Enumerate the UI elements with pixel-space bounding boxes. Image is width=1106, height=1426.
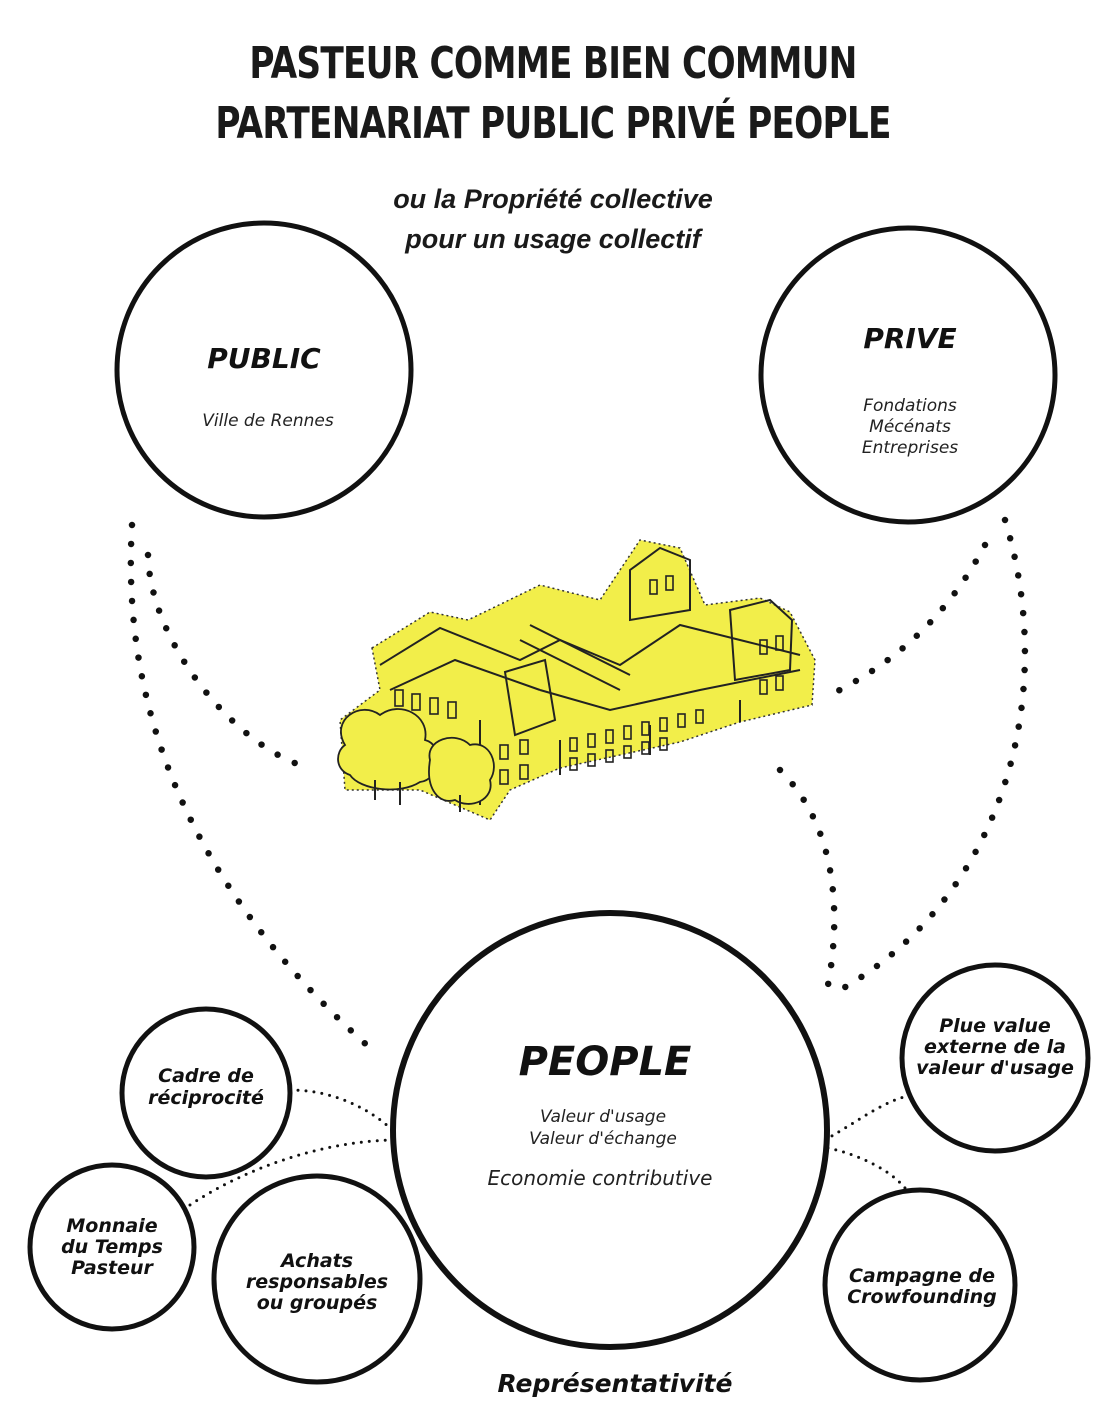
connector-monnaie: [188, 1138, 400, 1207]
cadre-node: Cadre de réciprocité: [119, 1006, 293, 1180]
plue-value-circle: [899, 962, 1091, 1154]
prive-item-mecenats: Mécénats: [869, 417, 951, 437]
people-extra: Economie contributive: [488, 1166, 713, 1190]
cadre-line-2: réciprocité: [148, 1087, 264, 1109]
prive-item-fondations: Fondations: [863, 396, 957, 416]
public-circle: [114, 220, 414, 520]
plue-value-node: Plue value externe de la valeur d'usage: [899, 962, 1091, 1154]
dotted-arc-prive-outer: [836, 516, 1029, 994]
people-item-echange: Valeur d'échange: [529, 1129, 677, 1149]
monnaie-node: Monnaie du Temps Pasteur: [27, 1162, 197, 1332]
prive-item-entreprises: Entreprises: [862, 438, 958, 458]
subtitle-line-2: pour un usage collectif: [405, 224, 701, 254]
achats-circle: [211, 1173, 423, 1385]
public-node: PUBLIC Ville de Rennes: [114, 220, 414, 520]
achats-line-1: Achats: [279, 1250, 353, 1272]
cadre-circle: [119, 1006, 293, 1180]
achats-line-2: responsables: [246, 1271, 388, 1293]
connector-campagne: [826, 1146, 907, 1190]
people-label: PEOPLE: [519, 1039, 692, 1085]
title-line-1: PASTEUR COMME BIEN COMMUN: [249, 38, 857, 89]
people-node: PEOPLE Valeur d'usage Valeur d'échange E…: [390, 910, 830, 1350]
plue-value-line-2: externe de la: [924, 1036, 1066, 1058]
campagne-node: Campagne de Crowfounding: [822, 1187, 1018, 1383]
subtitle-line-1: ou la Propriété collective: [393, 184, 713, 214]
plue-value-line-3: valeur d'usage: [916, 1057, 1074, 1079]
monnaie-circle: [27, 1162, 197, 1332]
pasteur-building-illustration: [337, 539, 816, 821]
people-circle: [390, 910, 830, 1350]
plue-value-line-1: Plue value: [939, 1015, 1051, 1037]
campagne-circle: [822, 1187, 1018, 1383]
footer-representativite: Représentativité: [498, 1369, 733, 1398]
monnaie-line-1: Monnaie: [66, 1215, 157, 1237]
monnaie-line-3: Pasteur: [71, 1257, 154, 1279]
people-item-usage: Valeur d'usage: [540, 1107, 666, 1127]
connector-cadre: [288, 1088, 402, 1140]
public-item: Ville de Rennes: [202, 411, 334, 431]
dotted-arc-public-outer: [127, 521, 382, 1059]
dotted-arc-prive-inner: [826, 541, 989, 699]
achats-node: Achats responsables ou groupés: [211, 1173, 423, 1385]
campagne-line-2: Crowfounding: [847, 1286, 997, 1308]
dotted-arc-center-right: [776, 766, 838, 989]
public-label: PUBLIC: [207, 342, 321, 375]
title-line-2: PARTENARIAT PUBLIC PRIVÉ PEOPLE: [215, 98, 891, 149]
cadre-line-1: Cadre de: [158, 1065, 254, 1087]
dotted-arc-public-inner: [144, 551, 304, 769]
connector-plue-value: [823, 1093, 914, 1142]
achats-line-3: ou groupés: [257, 1292, 378, 1314]
prive-label: PRIVE: [863, 322, 956, 355]
campagne-line-1: Campagne de: [849, 1265, 995, 1287]
prive-node: PRIVE Fondations Mécénats Entreprises: [758, 225, 1058, 525]
monnaie-line-2: du Temps: [61, 1236, 163, 1258]
tree-right: [428, 736, 495, 805]
prive-circle: [758, 225, 1058, 525]
